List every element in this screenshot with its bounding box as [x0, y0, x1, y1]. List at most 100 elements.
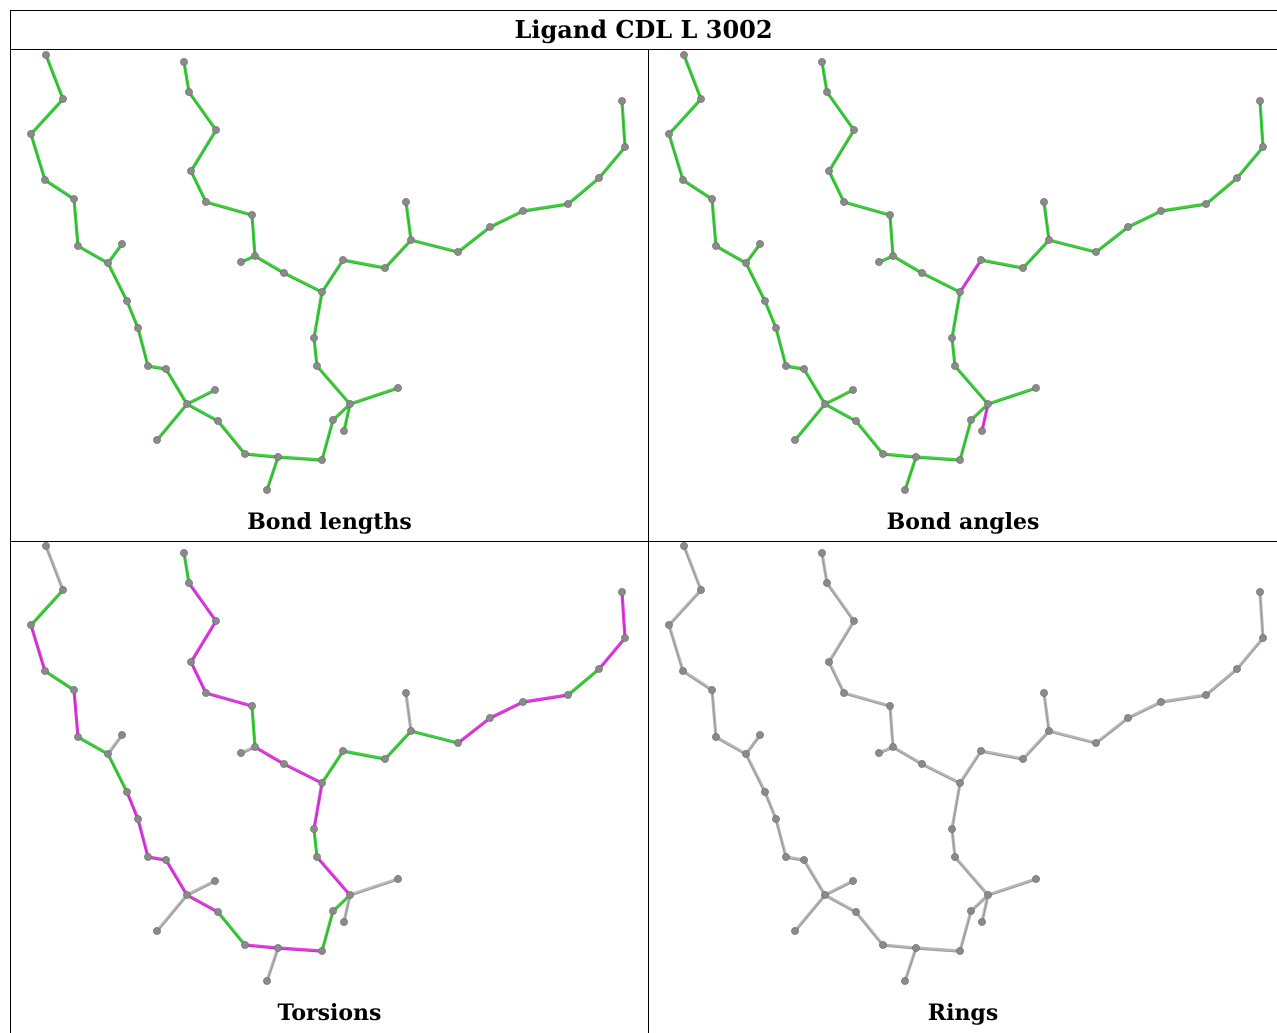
bond-a17-a18: [881, 452, 918, 459]
atom-a28: [280, 760, 288, 768]
bond-shade-a10-a11: [137, 820, 149, 859]
bond-a39-a41: [1047, 238, 1098, 254]
atom-a42: [486, 714, 494, 722]
atom-a40: [1040, 689, 1048, 697]
bond-a42-a43: [1126, 700, 1163, 720]
bond-a22-a25: [315, 364, 352, 406]
atom-a33: [187, 167, 195, 175]
bond-shade-a45-a46: [1236, 147, 1264, 180]
atom-a36: [818, 58, 826, 66]
bond-shade-a46-a47: [1259, 102, 1264, 149]
bond-shade-a10-a11: [137, 329, 149, 368]
bond-a43-a44: [1159, 202, 1208, 213]
bond-shade-a33-a34: [190, 621, 217, 664]
atom-a11: [782, 853, 790, 861]
bond-shade-a44-a45: [567, 178, 600, 206]
bond-a7-a8: [744, 242, 762, 265]
atom-a20: [318, 456, 326, 464]
bond-shade-a4-a5: [44, 180, 75, 201]
bond-a5-a6: [710, 197, 718, 248]
atom-a37: [977, 256, 985, 264]
atom-a43: [519, 698, 527, 706]
atom-a34: [850, 617, 858, 625]
bond-a18-a19: [903, 946, 918, 983]
bond-shade-a44-a45: [1205, 669, 1238, 697]
bond-a37-a38: [979, 749, 1025, 761]
atom-a21: [329, 907, 337, 915]
bond-a28-a29: [891, 745, 924, 766]
caption-bond-angles: Bond angles: [886, 509, 1040, 535]
atom-a35: [185, 88, 193, 96]
atom-a22: [346, 400, 354, 408]
panel-torsions: Torsions: [11, 542, 648, 1033]
atom-a29: [251, 252, 259, 260]
caption-bond-lengths: Bond lengths: [247, 509, 412, 535]
bond-shade-a22-a24: [987, 388, 1037, 406]
bond-shade-a41-a42: [457, 227, 491, 254]
bond-a22-a24: [986, 386, 1038, 406]
bond-a18-a20: [914, 455, 962, 462]
atom-a12: [800, 365, 808, 373]
bond-a2-a3: [29, 588, 65, 627]
bond-a18-a19: [265, 455, 280, 492]
atom-a2: [59, 95, 67, 103]
atom-a13: [183, 891, 191, 899]
bond-shade-a13-a15: [794, 895, 826, 933]
bond-a39-a40: [1042, 691, 1051, 733]
bond-a16-a17: [854, 419, 885, 456]
atom-a27: [318, 288, 326, 296]
bond-shade-a38-a39: [384, 240, 412, 270]
bond-a7-a8: [744, 733, 762, 756]
atom-a23: [340, 427, 348, 435]
bond-shade-a6-a7: [715, 737, 747, 756]
atom-a1: [42, 542, 50, 550]
panel-bond-lengths: Bond lengths: [11, 51, 648, 541]
bond-shade-a39-a40: [405, 203, 412, 242]
bond-shade-a43-a44: [1160, 204, 1207, 213]
atom-a18: [274, 944, 282, 952]
atom-a9: [123, 788, 131, 796]
bond-a27-a37: [958, 258, 983, 294]
bond-shade-a22-a25: [316, 857, 351, 897]
atom-a3: [665, 621, 673, 629]
bond-a13-a15: [155, 402, 189, 442]
bond-shade-a1-a2: [45, 56, 64, 101]
bond-a27-a28: [920, 271, 962, 294]
bond-a45-a46: [597, 145, 627, 180]
atom-a4: [41, 667, 49, 675]
bond-a42-a43: [488, 209, 525, 229]
atom-a3: [27, 621, 35, 629]
atom-a34: [850, 126, 858, 134]
bond-shade-a6-a7: [77, 737, 109, 756]
atom-a11: [144, 362, 152, 370]
atom-a12: [800, 856, 808, 864]
bond-shade-a41-a42: [1095, 227, 1129, 254]
bond-shade-a38-a39: [1022, 240, 1050, 270]
bond-a25-a26: [950, 336, 957, 368]
atom-a13: [821, 891, 829, 899]
atom-a47: [618, 97, 626, 105]
atom-a44: [1202, 200, 1210, 208]
atom-a21: [967, 907, 975, 915]
bond-a22-a23: [342, 893, 352, 924]
bond-shade-a12-a13: [165, 860, 188, 897]
atom-a23: [978, 918, 986, 926]
atom-a32: [202, 198, 210, 206]
atom-a28: [918, 269, 926, 277]
bond-a20-a21: [320, 909, 335, 953]
bond-a10-a11: [774, 326, 788, 368]
atom-a35: [823, 579, 831, 587]
bond-shade-a13-a16: [824, 404, 857, 423]
bond-shade-a16-a17: [855, 421, 884, 456]
atom-a16: [214, 908, 222, 916]
atom-a10: [134, 324, 142, 332]
bond-shade-a26-a27: [313, 293, 323, 340]
bond-a1-a2: [44, 53, 65, 101]
bond-a38-a39: [383, 238, 413, 270]
bond-shade-a16-a17: [217, 912, 246, 947]
bond-shade-a37-a38: [980, 260, 1024, 270]
bond-a5-a6: [72, 197, 80, 248]
bond-shade-a31-a32: [843, 693, 891, 708]
atom-a38: [381, 755, 389, 763]
bond-a13-a15: [793, 893, 827, 933]
